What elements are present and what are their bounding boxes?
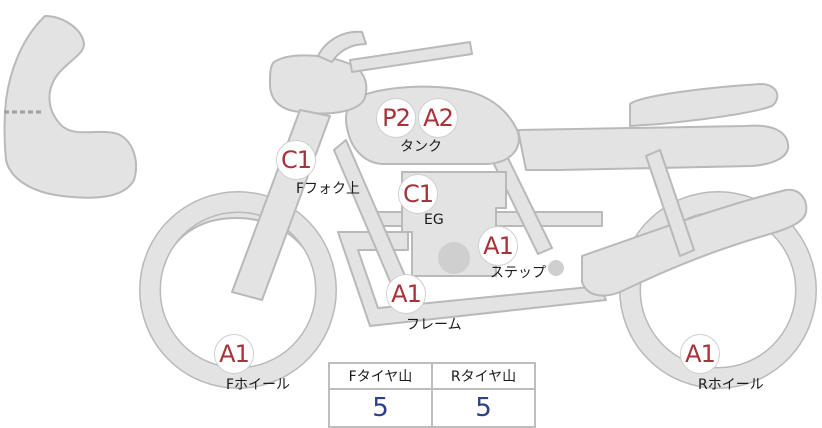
- tire-tread-value-row: 5 5: [328, 388, 536, 428]
- step-grade-badge: A1: [478, 226, 518, 266]
- engine-grade-badge: C1: [398, 174, 438, 214]
- swingarm: [581, 188, 808, 297]
- front-tread-header: Fタイヤ山: [328, 362, 433, 390]
- frame-label: フレーム: [406, 317, 462, 333]
- footpeg: [548, 260, 564, 276]
- rear-tread-header: Rタイヤ山: [431, 362, 536, 390]
- frame-lower: [337, 231, 607, 327]
- rear-tread-value: 5: [431, 388, 536, 428]
- tire-tread-header-row: Fタイヤ山 Rタイヤ山: [328, 362, 536, 390]
- tank-a-grade-badge: A2: [418, 98, 458, 138]
- front-tread-value: 5: [328, 388, 433, 428]
- seat: [517, 124, 790, 171]
- rear-tail: [629, 83, 779, 127]
- tank-p-grade-badge: P2: [376, 98, 416, 138]
- front-wheel-grade-badge: A1: [214, 334, 254, 374]
- tank-label: タンク: [400, 139, 442, 155]
- step-label: ステップ: [490, 265, 546, 281]
- front-cowl: [3, 15, 137, 199]
- handlebar-rod: [349, 41, 473, 73]
- front-wheel-label: Fホイール: [226, 377, 291, 393]
- tire-tread-table: Fタイヤ山 Rタイヤ山 5 5: [328, 362, 536, 428]
- engine-sprocket: [438, 242, 470, 274]
- headlight: [269, 54, 368, 115]
- front-fork-label: Fフォク上: [296, 181, 361, 197]
- rear-wheel-grade-badge: A1: [680, 334, 720, 374]
- frame-grade-badge: A1: [386, 274, 426, 314]
- front-fork-grade-badge: C1: [276, 140, 316, 180]
- handlebar: [317, 30, 367, 63]
- rear-shock: [645, 149, 695, 257]
- rear-wheel-label: Rホイール: [698, 377, 764, 393]
- engine-label: EG: [424, 212, 444, 228]
